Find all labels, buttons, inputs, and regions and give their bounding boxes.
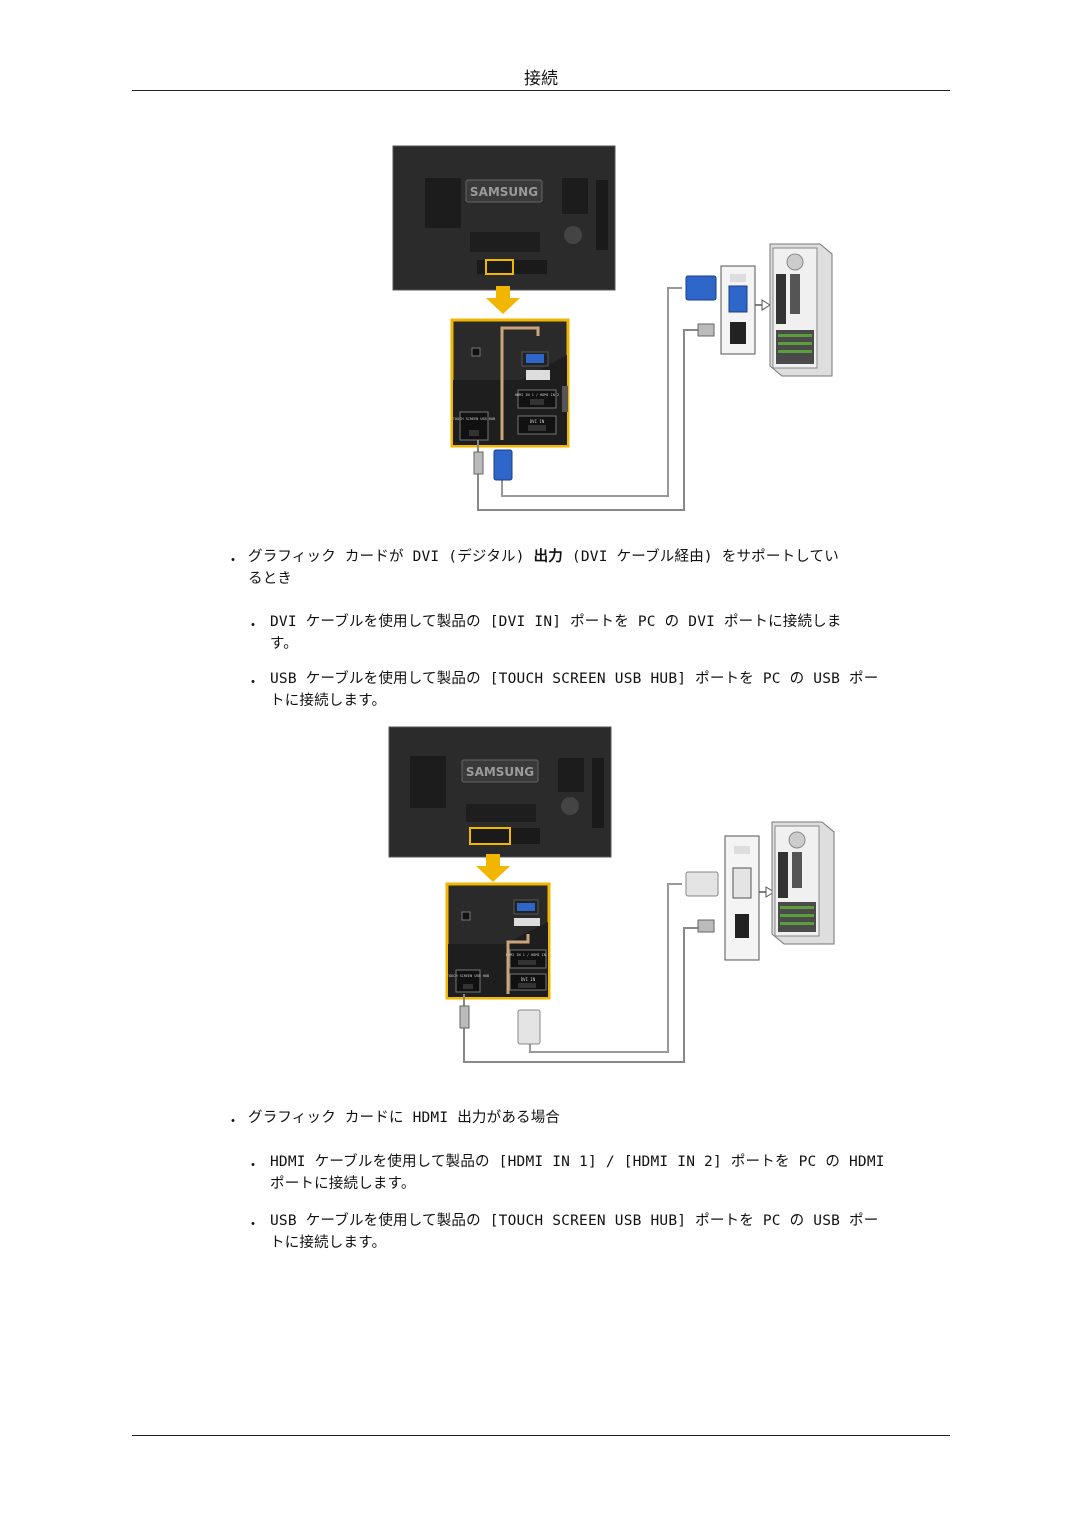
hdmi-port-label: HDMI IN 1 / HDMI IN 2 [506, 953, 550, 957]
hdmi-dvi-connector-icon [517, 1009, 541, 1045]
pc-tower-icon [769, 243, 833, 377]
pc-port-panel [720, 265, 771, 355]
bullet: ・ [226, 553, 240, 569]
dvi-connector-icon [493, 449, 513, 481]
usb-plug-icon [473, 451, 484, 475]
usb-cable [463, 927, 700, 1063]
section2-item1: HDMI ケーブルを使用して製品の [HDMI IN 1] / [HDMI IN… [270, 1154, 885, 1170]
hdmi-port-label: HDMI IN 1 / HDMI IN 2 [515, 393, 559, 397]
touch-port-label: TOUCH SCREEN USB HUB [453, 417, 495, 421]
usb-plug-icon [459, 1005, 470, 1029]
arrow-down-icon [476, 854, 510, 882]
section1-heading: グラフィック カードが DVI (デジタル) 出力 (DVI ケーブル経由) を… [248, 546, 968, 568]
pc-port-panel [724, 835, 775, 961]
hdmi-cable [529, 883, 682, 1053]
brand-logo: SAMSUNG [466, 765, 534, 779]
section2-item2: USB ケーブルを使用して製品の [TOUCH SCREEN USB HUB] … [270, 1213, 879, 1229]
port-panel-zoom: HDMI IN 1 / HDMI IN 2 DVI IN TOUCH SCREE… [445, 882, 551, 1000]
section1-item2-cont: トに接続します。 [270, 693, 387, 709]
usb-cable [477, 329, 700, 511]
header-rule [132, 90, 950, 91]
footer-rule [132, 1435, 950, 1436]
section2-heading: グラフィック カードに HDMI 出力がある場合 [248, 1110, 561, 1126]
monitor-back: SAMSUNG [392, 145, 616, 291]
heading-text: グラフィック カードが DVI (デジタル) [248, 549, 534, 565]
brand-logo: SAMSUNG [470, 185, 538, 199]
connection-diagram-dvi: SAMSUNG HDMI IN 1 / HDMI IN 2 DVI IN TOU… [392, 145, 833, 511]
port-panel-zoom: HDMI IN 1 / HDMI IN 2 DVI IN TOUCH SCREE… [450, 318, 570, 448]
dvi-port-label: DVI IN [530, 419, 545, 424]
section1-item2: USB ケーブルを使用して製品の [TOUCH SCREEN USB HUB] … [270, 671, 879, 687]
bullet: ・ [246, 1158, 260, 1174]
dvi-connector-pc-icon [685, 275, 717, 301]
bullet: ・ [246, 1217, 260, 1233]
section1-item1: DVI ケーブルを使用して製品の [DVI IN] ポートを PC の DVI … [270, 614, 842, 630]
bullet: ・ [226, 1114, 240, 1130]
pc-tower-icon [771, 821, 835, 945]
usb-connector-pc-icon [697, 919, 715, 933]
page-title: 接続 [524, 69, 558, 89]
section1-heading-cont: るとき [248, 571, 293, 587]
dvi-cable [501, 287, 682, 497]
touch-port-label: TOUCH SCREEN USB HUB [447, 974, 489, 978]
dvi-connector-pc-icon [685, 871, 719, 897]
bullet: ・ [246, 675, 260, 691]
section2-item2-cont: トに接続します。 [270, 1235, 387, 1251]
section2-item1-cont: ポートに接続します。 [270, 1176, 416, 1192]
arrow-down-icon [486, 286, 520, 314]
monitor-back: SAMSUNG [388, 726, 612, 858]
dvi-port-label: DVI IN [521, 977, 536, 982]
connection-diagram-hdmi: SAMSUNG HDMI IN 1 / HDMI IN 2 DVI IN TOU… [388, 726, 835, 1063]
bullet: ・ [246, 618, 260, 634]
heading-bold-text: 出力 [533, 549, 563, 565]
usb-connector-pc-icon [697, 323, 715, 337]
section1-item1-cont: す。 [270, 636, 298, 652]
heading-text: (DVI ケーブル経由) をサポートしてい [563, 549, 839, 565]
